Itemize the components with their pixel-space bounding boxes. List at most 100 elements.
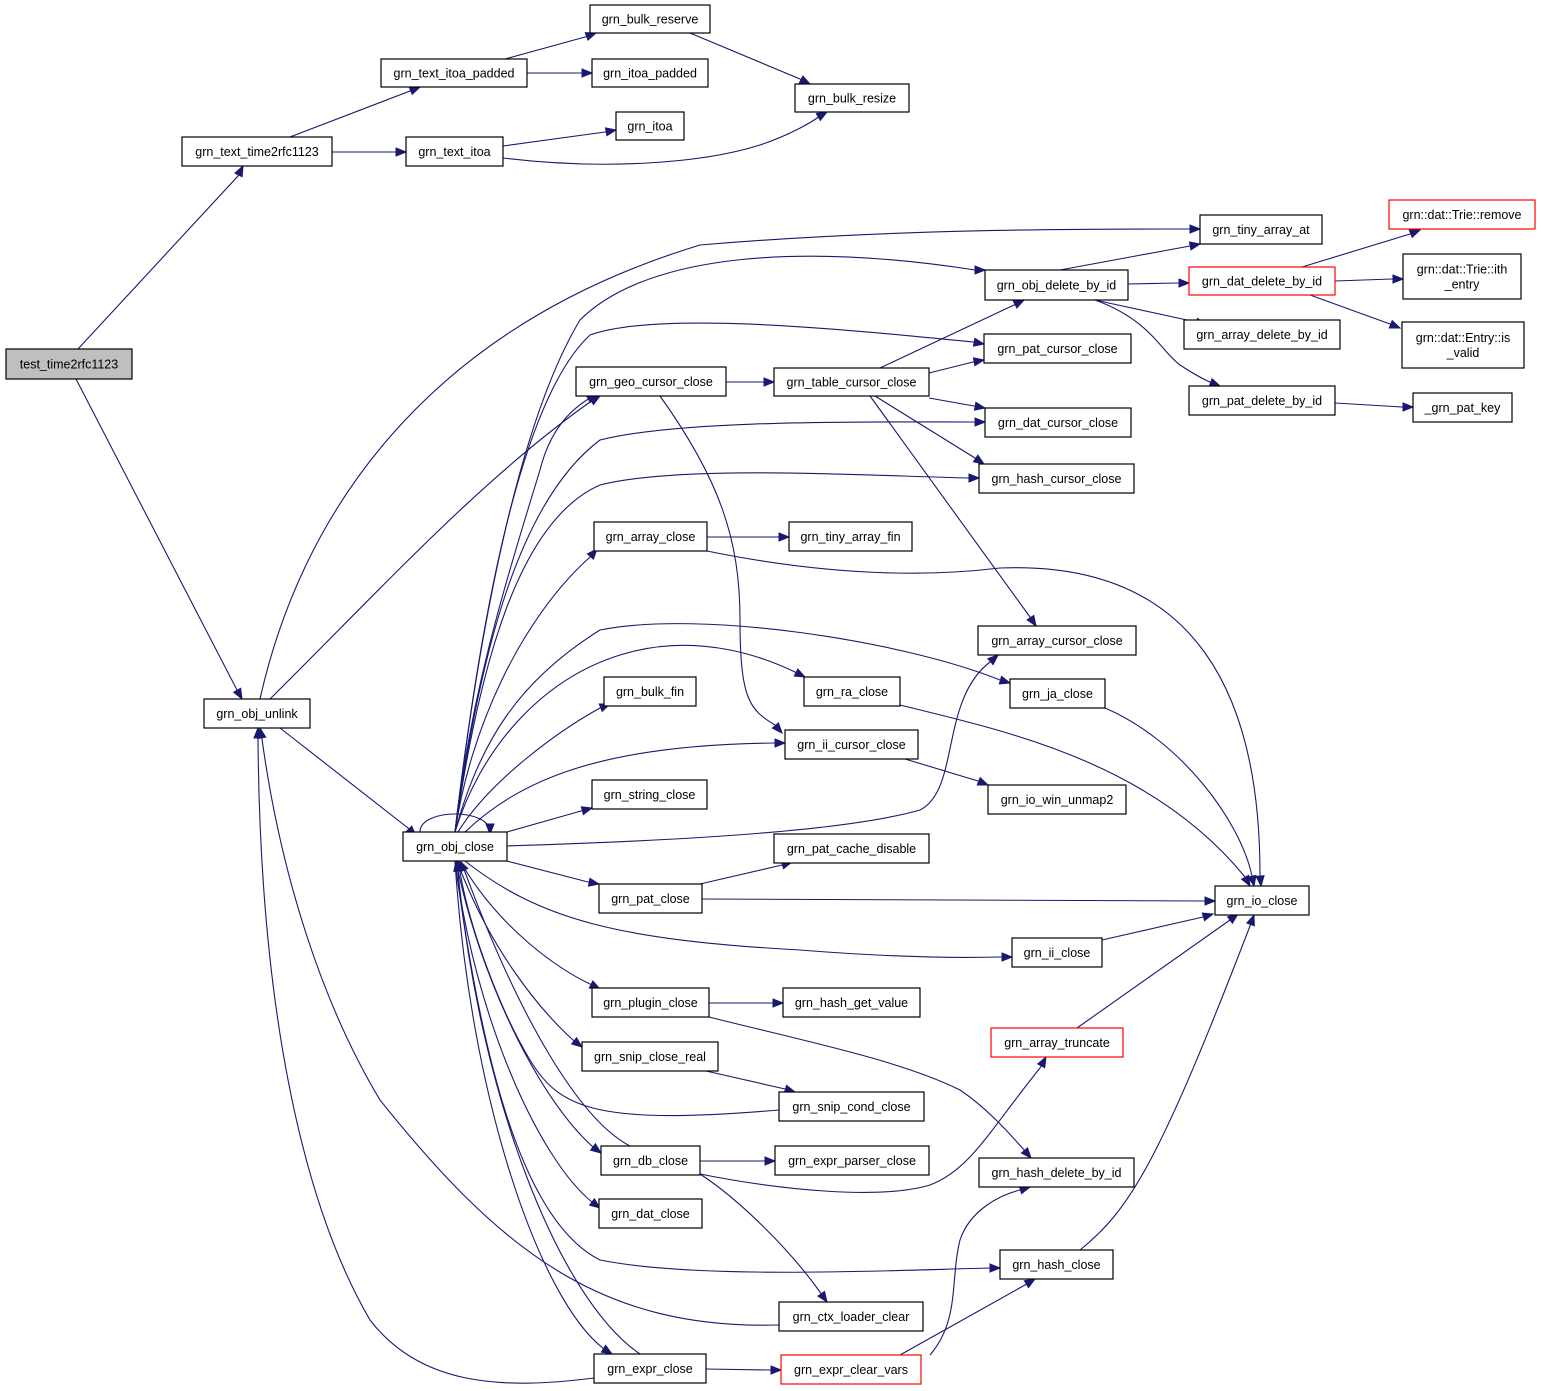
- node-grn-itoa-padded[interactable]: grn_itoa_padded: [591, 58, 709, 88]
- node-grn-ja-close[interactable]: grn_ja_close: [1009, 678, 1106, 709]
- node-grn-dat-delete-by-id[interactable]: grn_dat_delete_by_id: [1188, 266, 1336, 296]
- node-grn-hash-delete-by-id[interactable]: grn_hash_delete_by_id: [978, 1157, 1135, 1188]
- node-grn-hash-close[interactable]: grn_hash_close: [999, 1249, 1114, 1280]
- edge-grn-table-cursor-close-to-grn-array-cursor-close: [869, 395, 1037, 628]
- edge-grn-text-itoa-padded-to-grn-bulk-reserve: [504, 32, 598, 60]
- node-trie-ith-entry[interactable]: grn::dat::Trie::ith_entry: [1402, 253, 1522, 300]
- node-label: grn_geo_cursor_close: [589, 375, 713, 389]
- edge-grn-dat-delete-by-id-to-trie-ith-entry: [1334, 274, 1405, 284]
- edge-grn-obj-close-to-grn-string-close: [506, 806, 594, 833]
- edge-grn-table-cursor-close-to-grn-pat-cursor-close: [928, 357, 986, 374]
- edge-grn-obj-close-to-grn-ja-close: [454, 623, 1012, 833]
- node-label: grn_dat_cursor_close: [998, 416, 1118, 430]
- edge-grn-obj-close-to-grn-ii-cursor-close: [464, 738, 787, 833]
- node-label: grn_array_delete_by_id: [1196, 328, 1327, 342]
- node-grn-pat-delete-by-id[interactable]: grn_pat_delete_by_id: [1188, 385, 1336, 416]
- node-label: grn::dat::Entry::is: [1416, 331, 1510, 345]
- node-label: grn_pat_delete_by_id: [1202, 394, 1322, 408]
- node-grn-obj-delete-by-id[interactable]: grn_obj_delete_by_id: [984, 269, 1129, 301]
- node-label: _grn_pat_key: [1424, 401, 1502, 415]
- node-grn-string-close[interactable]: grn_string_close: [591, 779, 708, 810]
- node-grn-array-delete-by-id[interactable]: grn_array_delete_by_id: [1183, 319, 1341, 350]
- edge-grn-dat-delete-by-id-to-trie-remove: [1301, 229, 1422, 268]
- edge-grn-geo-cursor-close-to-grn-ii-cursor-close: [659, 395, 783, 735]
- node-grn-hash-cursor-close[interactable]: grn_hash_cursor_close: [978, 463, 1135, 494]
- node-label: test_time2rfc1123: [20, 358, 118, 372]
- node-entry-is-valid[interactable]: grn::dat::Entry::is_valid: [1401, 321, 1525, 369]
- node-grn-ii-cursor-close[interactable]: grn_ii_cursor_close: [784, 729, 919, 760]
- edge-grn-obj-close-to-grn-ii-close: [464, 860, 1014, 962]
- node-grn-tiny-array-at[interactable]: grn_tiny_array_at: [1199, 214, 1323, 245]
- edge-grn-pat-delete-by-id-to--grn-pat-key: [1334, 402, 1415, 412]
- node-grn-bulk-reserve[interactable]: grn_bulk_reserve: [589, 4, 711, 34]
- node-label: grn_hash_cursor_close: [992, 472, 1122, 486]
- node-grn-expr-parser-close[interactable]: grn_expr_parser_close: [774, 1145, 930, 1176]
- node-grn-text-itoa[interactable]: grn_text_itoa: [405, 136, 504, 167]
- node-grn-dat-close[interactable]: grn_dat_close: [598, 1198, 703, 1229]
- node-grn-dat-cursor-close[interactable]: grn_dat_cursor_close: [984, 407, 1132, 438]
- node-grn-expr-clear-vars[interactable]: grn_expr_clear_vars: [780, 1354, 922, 1385]
- node-grn-pat-cache-disable[interactable]: grn_pat_cache_disable: [773, 833, 930, 864]
- node-grn-pat-close[interactable]: grn_pat_close: [598, 883, 703, 914]
- node-grn-text-time2rfc1123[interactable]: grn_text_time2rfc1123: [181, 136, 333, 167]
- node-grn-hash-get-value[interactable]: grn_hash_get_value: [782, 987, 921, 1018]
- edge-grn-db-close-to-grn-expr-parser-close: [700, 1156, 777, 1166]
- node-label: grn::dat::Trie::remove: [1402, 208, 1521, 222]
- node-grn-array-truncate[interactable]: grn_array_truncate: [990, 1027, 1124, 1058]
- node-test-time2rfc1123[interactable]: test_time2rfc1123: [5, 348, 133, 380]
- edge-grn-obj-close-to-grn-array-cursor-close: [506, 654, 1000, 847]
- node-label: grn_pat_close: [611, 892, 690, 906]
- edge-grn-array-truncate-to-grn-io-close: [1076, 913, 1240, 1029]
- edge-grn-obj-delete-by-id-to-grn-dat-delete-by-id: [1127, 278, 1191, 288]
- node-grn-bulk-fin[interactable]: grn_bulk_fin: [603, 676, 697, 707]
- node-label: grn_string_close: [604, 788, 696, 802]
- node-label: grn_ja_close: [1022, 687, 1093, 701]
- node-label: grn_bulk_resize: [808, 92, 896, 106]
- node-grn-pat-cursor-close[interactable]: grn_pat_cursor_close: [983, 333, 1132, 364]
- edge-test-time2rfc1123-to-grn-text-time2rfc1123: [77, 164, 244, 350]
- node-label: grn_expr_parser_close: [788, 1154, 916, 1168]
- node-grn-array-close[interactable]: grn_array_close: [593, 521, 708, 552]
- node-grn-ii-close[interactable]: grn_ii_close: [1011, 937, 1103, 968]
- edge-grn-expr-close-to-grn-expr-clear-vars: [705, 1365, 783, 1375]
- node-trie-remove[interactable]: grn::dat::Trie::remove: [1388, 199, 1536, 230]
- node-grn-obj-close[interactable]: grn_obj_close: [402, 831, 508, 862]
- node-label: grn_ctx_loader_clear: [793, 1310, 910, 1324]
- node-grn-ra-close[interactable]: grn_ra_close: [803, 676, 901, 707]
- edge-grn-db-close-to-grn-ctx-loader-clear: [699, 1173, 828, 1304]
- node-label: grn_itoa: [627, 120, 672, 134]
- node-grn-text-itoa-padded[interactable]: grn_text_itoa_padded: [380, 58, 528, 88]
- node-grn-ctx-loader-clear[interactable]: grn_ctx_loader_clear: [778, 1301, 924, 1332]
- node-label: grn_itoa_padded: [603, 67, 697, 81]
- node-grn-tiny-array-fin[interactable]: grn_tiny_array_fin: [788, 521, 913, 552]
- node-grn-obj-unlink[interactable]: grn_obj_unlink: [203, 698, 311, 729]
- edge-grn-text-itoa-to-grn-bulk-resize: [502, 111, 829, 165]
- edge-grn-expr-clear-vars-to-grn-hash-close: [899, 1278, 1037, 1356]
- node-grn-itoa[interactable]: grn_itoa: [615, 111, 685, 141]
- node-label: grn::dat::Trie::ith: [1417, 263, 1508, 277]
- node--grn-pat-key[interactable]: _grn_pat_key: [1412, 392, 1513, 423]
- node-grn-plugin-close[interactable]: grn_plugin_close: [591, 987, 710, 1018]
- edge-grn-obj-unlink-to-grn-tiny-array-at: [259, 224, 1202, 700]
- node-grn-snip-cond-close[interactable]: grn_snip_cond_close: [778, 1091, 925, 1122]
- edge-grn-obj-delete-by-id-to-grn-tiny-array-at: [1059, 241, 1202, 271]
- node-grn-io-close[interactable]: grn_io_close: [1214, 885, 1310, 916]
- edge-test-time2rfc1123-to-grn-obj-unlink: [75, 378, 243, 701]
- edge-grn-db-close-to-grn-array-truncate: [699, 1055, 1047, 1193]
- node-grn-array-cursor-close[interactable]: grn_array_cursor_close: [977, 625, 1137, 656]
- node-grn-bulk-resize[interactable]: grn_bulk_resize: [794, 83, 910, 113]
- node-label: grn_array_cursor_close: [991, 634, 1122, 648]
- edge-grn-ja-close-to-grn-io-close: [1104, 707, 1257, 888]
- node-grn-table-cursor-close[interactable]: grn_table_cursor_close: [773, 367, 930, 397]
- node-grn-db-close[interactable]: grn_db_close: [600, 1145, 701, 1176]
- node-grn-snip-close-real[interactable]: grn_snip_close_real: [581, 1041, 719, 1072]
- edge-grn-expr-close-to-grn-obj-unlink: [253, 726, 595, 1384]
- node-grn-geo-cursor-close[interactable]: grn_geo_cursor_close: [575, 366, 727, 397]
- node-label: grn_bulk_fin: [616, 685, 684, 699]
- node-grn-io-win-unmap2[interactable]: grn_io_win_unmap2: [987, 784, 1127, 815]
- node-label: _entry: [1444, 278, 1480, 292]
- node-label: grn_expr_close: [607, 1362, 693, 1376]
- node-label: grn_ra_close: [816, 685, 888, 699]
- node-grn-expr-close[interactable]: grn_expr_close: [593, 1353, 707, 1384]
